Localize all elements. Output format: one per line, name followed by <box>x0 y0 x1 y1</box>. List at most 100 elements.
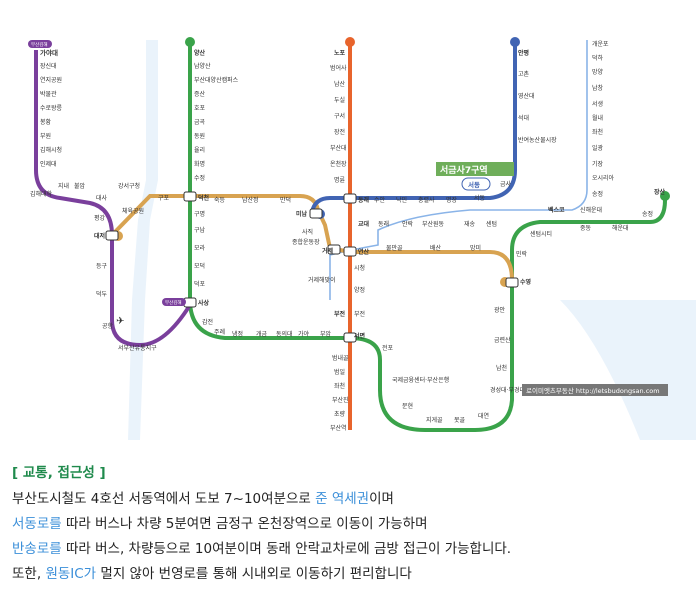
station-label: 지게골 <box>426 416 443 424</box>
gimhae-line-badge-2 <box>162 298 186 306</box>
station-label: 부원 <box>40 132 51 140</box>
station-label: 좌천 <box>592 128 603 136</box>
line2-path <box>188 45 667 432</box>
station-label: 기장 <box>592 160 604 168</box>
station-label: 지내 <box>58 182 69 190</box>
station-label: 센텀시티 <box>530 230 552 238</box>
station-label: 금련산 <box>494 336 511 344</box>
station-label: 망미 <box>470 244 481 252</box>
station-label: 주례 <box>214 328 225 336</box>
station-label: 금곡 <box>194 119 206 126</box>
station-label: 불암 <box>74 182 86 190</box>
line4-badge <box>510 37 520 47</box>
station-label: 사상 <box>198 299 210 307</box>
station-label: 대사 <box>96 194 108 202</box>
station-label: 숙등 <box>214 196 226 204</box>
station-label: 금사 <box>500 180 512 188</box>
station-label: 구포 <box>158 195 170 202</box>
station-label: 수로왕릉 <box>40 104 63 112</box>
station-label: 연산 <box>358 248 370 256</box>
station-label: 센텀 <box>486 220 497 228</box>
seodong-pin-label: 서동 <box>468 180 480 189</box>
access-line-2-highlight: 서동로를 <box>12 516 62 532</box>
station-label: 화명 <box>194 160 205 168</box>
station-label: 봉황 <box>40 118 52 126</box>
gimhae-line-badge <box>28 40 52 48</box>
station-label: 구서 <box>334 112 345 120</box>
station-label: 반여농산물시장 <box>518 136 557 144</box>
station-label: 서생 <box>592 100 603 108</box>
watermark-text: 로이미엣츠부동산 http://letsbudongsan.com <box>526 386 660 395</box>
station-label: 양정 <box>354 286 365 294</box>
section-heading: [ 교통, 접근성 ] <box>12 465 106 481</box>
station-label: 등구 <box>96 263 108 270</box>
station-label: 서부산유통지구 <box>118 344 157 352</box>
station-label: 물만골 <box>386 244 403 252</box>
station-transfer-minam <box>309 208 323 219</box>
station-label: 인제대 <box>40 160 57 168</box>
station-label: 부산역 <box>330 424 347 432</box>
station-label: 동래 <box>358 196 370 204</box>
station-label: 남산 <box>334 80 346 88</box>
station-label: 냉정 <box>232 330 243 338</box>
station-label: 재송 <box>464 220 476 228</box>
station-label: 대저 <box>94 232 105 240</box>
station-label: 범내골 <box>332 354 349 362</box>
line4-path <box>310 45 517 213</box>
station-label: 노포 <box>334 50 346 57</box>
station-label: 낙민 <box>396 196 407 204</box>
station-label: 경성대·부경대 <box>490 386 525 394</box>
station-label: 부산원동 <box>422 220 445 228</box>
station-label: 김해시청 <box>40 146 62 154</box>
station-label: 초량 <box>334 411 346 418</box>
station-label: 김해대학 <box>30 190 53 198</box>
access-line-3-after: 따라 버스, 차량등으로 10여분이며 동래 안락교차로에 금방 접근이 가능합… <box>61 541 512 557</box>
station-label: 전포 <box>382 344 394 352</box>
station-label: 덕두 <box>96 291 108 298</box>
station-label: 미남 <box>296 210 308 218</box>
station-label: 장산 <box>654 188 666 196</box>
station-transfer-deokcheon <box>183 191 197 202</box>
station-label: 동의대 <box>276 330 293 338</box>
watermark-bg <box>522 384 668 396</box>
station-label: 교대 <box>358 220 370 228</box>
station-label: 남산정 <box>242 196 259 204</box>
station-label: 영산대 <box>518 92 535 100</box>
station-transfer-dongnae <box>343 193 357 204</box>
river-shape <box>560 300 696 440</box>
access-line-1-highlight: 준 역세권 <box>315 491 370 507</box>
station-label: 만덕 <box>280 196 291 204</box>
access-line-4-highlight: 원동IC가 <box>45 566 97 582</box>
line1-badge <box>345 37 355 47</box>
access-line-2-after: 따라 버스나 차량 5분여면 금정구 온천장역으로 이동이 가능하며 <box>61 516 428 532</box>
station-label: 시청 <box>354 265 365 272</box>
station-label: 중동 <box>580 225 592 232</box>
station-label: 수안 <box>374 196 386 204</box>
station-transfer-daejeo <box>105 230 119 241</box>
station-label: 고촌 <box>518 70 530 78</box>
station-label: 명장 <box>446 196 458 204</box>
gimhae-line-badge-label: 부산김해 <box>31 41 48 48</box>
station-label: 민락 <box>516 250 528 258</box>
station-label: 동원 <box>194 132 205 140</box>
station-label: 개금 <box>256 330 268 338</box>
station-label: 신해운대 <box>580 206 602 214</box>
access-line-3: 반송로를 따라 버스, 차량등으로 10여분이며 동래 안락교차로에 금방 접근… <box>12 537 511 557</box>
station-label: 종합운동장 <box>292 238 320 246</box>
access-line-4-after: 멀지 않아 번영로를 통해 시내외로 이동하기 편리합니다 <box>96 566 412 582</box>
station-label: 호포 <box>194 105 206 112</box>
station-transfer-suyeong <box>505 277 519 288</box>
seodong-pin <box>461 177 491 191</box>
station-label: 개운포 <box>592 40 609 48</box>
station-transfer-seomyeon <box>343 332 357 343</box>
station-label: 송정 <box>642 210 653 218</box>
station-label: 장전 <box>334 128 345 136</box>
station-label: 율리 <box>194 146 205 154</box>
station-label: 송정 <box>592 190 603 198</box>
access-line-3-highlight: 반송로를 <box>12 541 62 557</box>
access-line-1-before: 부산도시철도 4호선 서동역에서 도보 7~10여분으로 <box>12 491 316 507</box>
region-label: 서금사7구역 <box>440 164 488 176</box>
station-label: 부산대양산캠퍼스 <box>194 76 239 84</box>
station-label: 남창 <box>592 84 604 92</box>
line2-badge <box>185 37 195 47</box>
